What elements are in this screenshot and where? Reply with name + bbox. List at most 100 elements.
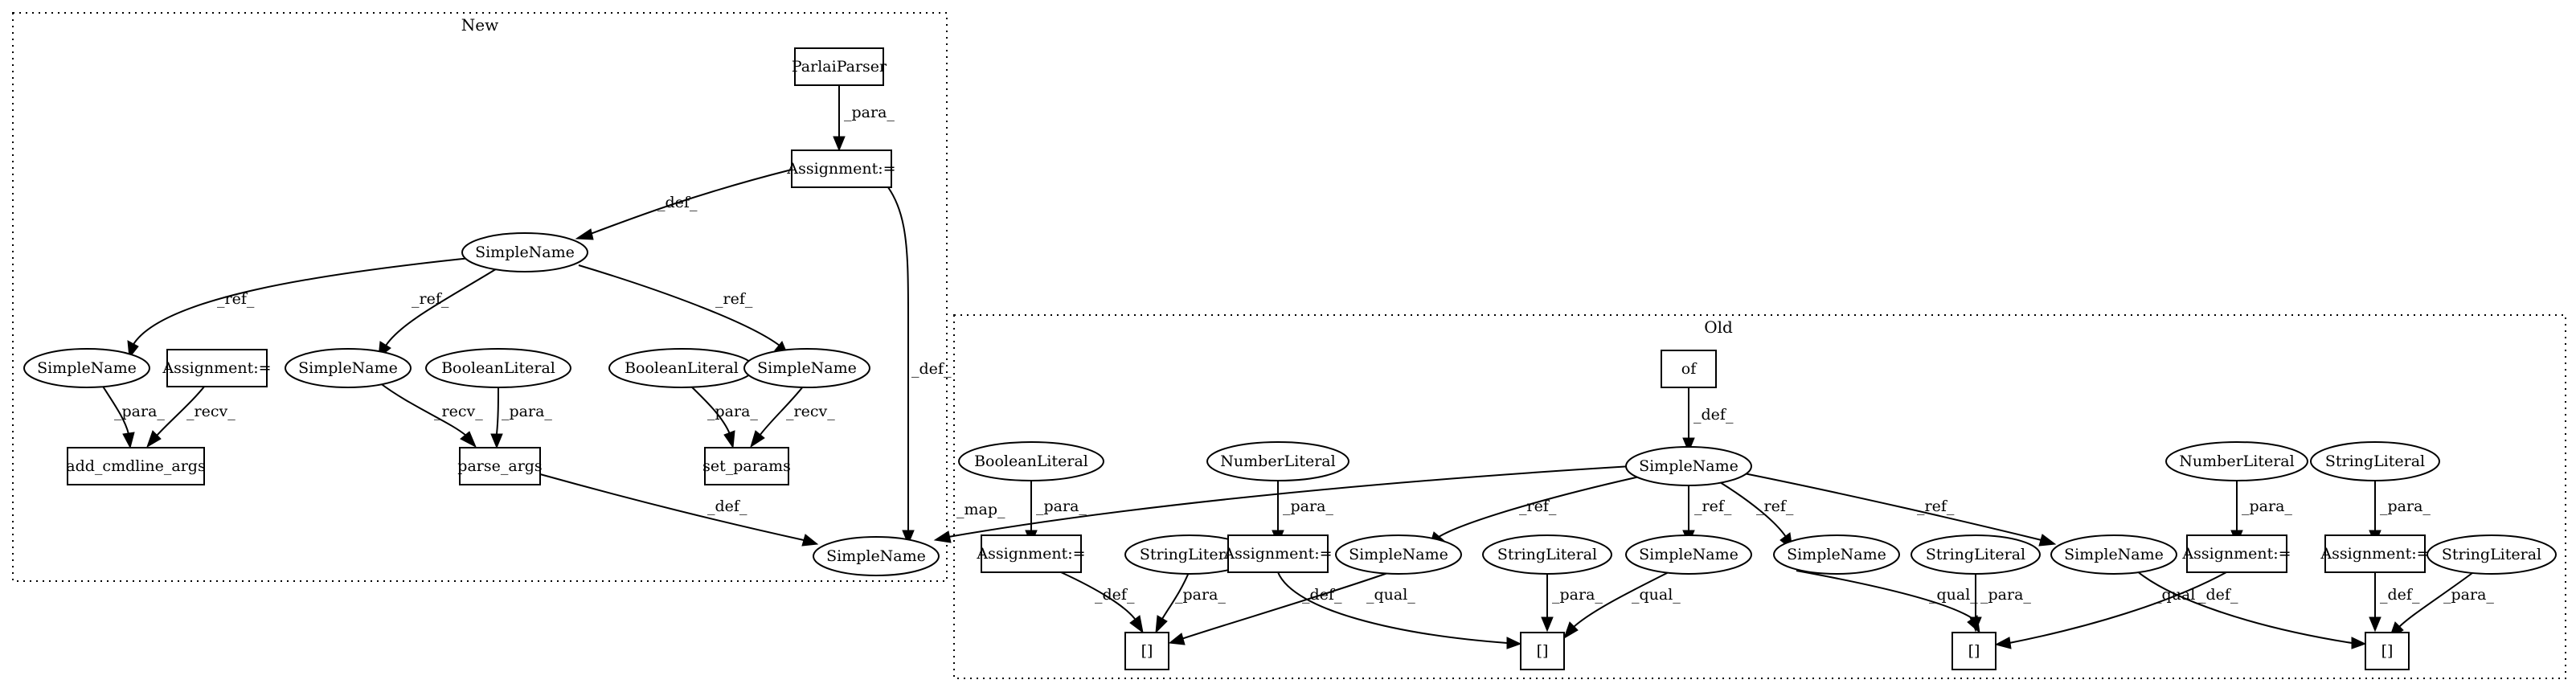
edge-label-qual: _qual_ xyxy=(1366,586,1415,604)
node-label: Assignment:= xyxy=(162,359,271,377)
node-parlaiparser[interactable]: ParlaiParser xyxy=(792,47,887,86)
node-simplename[interactable]: SimpleName xyxy=(285,348,412,388)
node-label: [] xyxy=(1968,642,1980,660)
node-label: Assignment:= xyxy=(1222,545,1332,563)
node-simplename[interactable]: SimpleName xyxy=(1625,446,1752,486)
node-index-access[interactable]: [] xyxy=(1520,632,1565,670)
node-label: SimpleName xyxy=(826,547,926,565)
node-simplename[interactable]: SimpleName xyxy=(1625,534,1752,575)
node-label: SimpleName xyxy=(1639,457,1738,475)
edge-label-def: _def_ xyxy=(1302,586,1342,604)
edge-label-para: _para_ xyxy=(114,403,165,420)
node-index-access[interactable]: [] xyxy=(1124,632,1169,670)
node-label: parse_args xyxy=(457,457,542,475)
node-assignment[interactable]: Assignment:= xyxy=(1222,534,1333,573)
node-label: Assignment:= xyxy=(2181,545,2291,563)
edge-label-qual: _qual_ xyxy=(1632,586,1681,604)
node-label: SimpleName xyxy=(37,359,137,377)
node-simplename[interactable]: SimpleName xyxy=(2050,534,2177,575)
node-of[interactable]: of xyxy=(1661,350,1717,388)
node-label: StringLiteral xyxy=(1140,546,1239,563)
node-stringliteral[interactable]: StringLiteral xyxy=(1482,534,1612,575)
node-booleanliteral[interactable]: BooleanLiteral xyxy=(958,441,1104,481)
node-simplename[interactable]: SimpleName xyxy=(461,232,588,272)
edge-label-para: _para_ xyxy=(2242,498,2292,515)
edge-label-para: _para_ xyxy=(2380,498,2431,515)
node-label: ParlaiParser xyxy=(792,58,887,76)
edge-label-map: _map_ xyxy=(956,501,1005,518)
node-label: SimpleName xyxy=(298,359,398,377)
node-stringliteral[interactable]: StringLiteral xyxy=(1910,534,2041,575)
node-booleanliteral[interactable]: BooleanLiteral xyxy=(425,348,571,388)
node-label: SimpleName xyxy=(475,244,575,261)
node-label: BooleanLiteral xyxy=(974,453,1088,470)
node-add-cmdline-args[interactable]: add_cmdline_args xyxy=(66,447,206,485)
node-label: SimpleName xyxy=(1787,546,1886,563)
node-simplename[interactable]: SimpleName xyxy=(1773,534,1900,575)
nodes-old: of SimpleName BooleanLiteral NumberLiter… xyxy=(958,350,2557,670)
edge-label-def: _def_ xyxy=(1693,406,1734,424)
node-label: Assignment:= xyxy=(2320,545,2429,563)
edge-label-para: _para_ xyxy=(502,403,552,420)
edge-label-para: _para_ xyxy=(2443,586,2494,604)
node-stringliteral[interactable]: StringLiteral xyxy=(2427,534,2557,575)
edge-label-para: _para_ xyxy=(1283,498,1333,515)
edge-label-ref: _ref_ xyxy=(1917,498,1955,515)
node-label: add_cmdline_args xyxy=(66,457,205,475)
edge-label-ref: _ref_ xyxy=(412,290,449,308)
node-simplename[interactable]: SimpleName xyxy=(23,348,150,388)
node-simplename[interactable]: SimpleName xyxy=(743,348,870,388)
node-numberliteral[interactable]: NumberLiteral xyxy=(1206,441,1349,481)
node-label: SimpleName xyxy=(1639,546,1738,563)
edge-label-ref: _ref_ xyxy=(1756,498,1794,515)
cluster-old-title: Old xyxy=(1704,317,1733,337)
edges-old: _def_ _map_ _ref_ _ref_ _ref_ _ref_ _par… xyxy=(933,387,2494,649)
node-simplename[interactable]: SimpleName xyxy=(813,536,940,576)
edge-label-para: _para_ xyxy=(1036,498,1087,515)
edge-label-ref: _ref_ xyxy=(715,290,753,308)
node-simplename[interactable]: SimpleName xyxy=(1335,534,1462,575)
node-label: of xyxy=(1681,360,1698,378)
edge-label-ref: _ref_ xyxy=(1519,498,1557,515)
node-label: StringLiteral xyxy=(1497,546,1597,563)
node-label: Assignment:= xyxy=(976,545,1085,563)
node-assignment[interactable]: Assignment:= xyxy=(2320,534,2430,573)
node-stringliteral[interactable]: StringLiteral xyxy=(2310,441,2440,481)
edge-label-para: _para_ xyxy=(1552,586,1603,604)
edge-label-qual: _qual_ xyxy=(2154,586,2203,604)
node-booleanliteral[interactable]: BooleanLiteral xyxy=(608,348,755,388)
nodes-new: ParlaiParser Assignment:= SimpleName Sim… xyxy=(23,47,940,576)
node-label: [] xyxy=(1141,642,1153,660)
edge-label-ref: _ref_ xyxy=(217,290,255,308)
edge-label-ref: _ref_ xyxy=(1694,498,1732,515)
edge-label-para: _para_ xyxy=(707,403,758,420)
edge-label-def: _def_ xyxy=(707,498,747,515)
edge-label-recv: _recv_ xyxy=(434,403,483,420)
node-label: Assignment:= xyxy=(786,160,895,178)
node-set-params[interactable]: set_params xyxy=(702,447,791,485)
node-label: SimpleName xyxy=(757,359,857,377)
node-numberliteral[interactable]: NumberLiteral xyxy=(2165,441,2308,481)
edge-label-recv: _recv_ xyxy=(186,403,235,420)
node-assignment[interactable]: Assignment:= xyxy=(786,149,896,188)
node-stringliteral[interactable]: StringLiteral xyxy=(1124,534,1255,575)
node-label: NumberLiteral xyxy=(1220,453,1335,470)
cluster-old: Old xyxy=(953,314,2566,679)
node-index-access[interactable]: [] xyxy=(1951,632,1997,670)
cluster-new: New xyxy=(12,12,948,582)
node-label: [] xyxy=(2381,642,2394,660)
cluster-new-title: New xyxy=(461,15,498,35)
edge-label-recv: _recv_ xyxy=(786,403,835,420)
edge-label-def: _def_ xyxy=(657,194,698,211)
node-parse-args[interactable]: parse_args xyxy=(457,447,543,485)
node-label: [] xyxy=(1537,642,1549,660)
edge-label-qual: _qual_ xyxy=(1929,586,1978,604)
edge-label-para: _para_ xyxy=(844,104,895,121)
node-label: BooleanLiteral xyxy=(441,359,555,377)
node-assignment[interactable]: Assignment:= xyxy=(2181,534,2291,573)
node-assignment[interactable]: Assignment:= xyxy=(162,349,272,387)
node-index-access[interactable]: [] xyxy=(2365,632,2410,670)
node-assignment[interactable]: Assignment:= xyxy=(976,534,1086,573)
node-label: NumberLiteral xyxy=(2179,453,2294,470)
